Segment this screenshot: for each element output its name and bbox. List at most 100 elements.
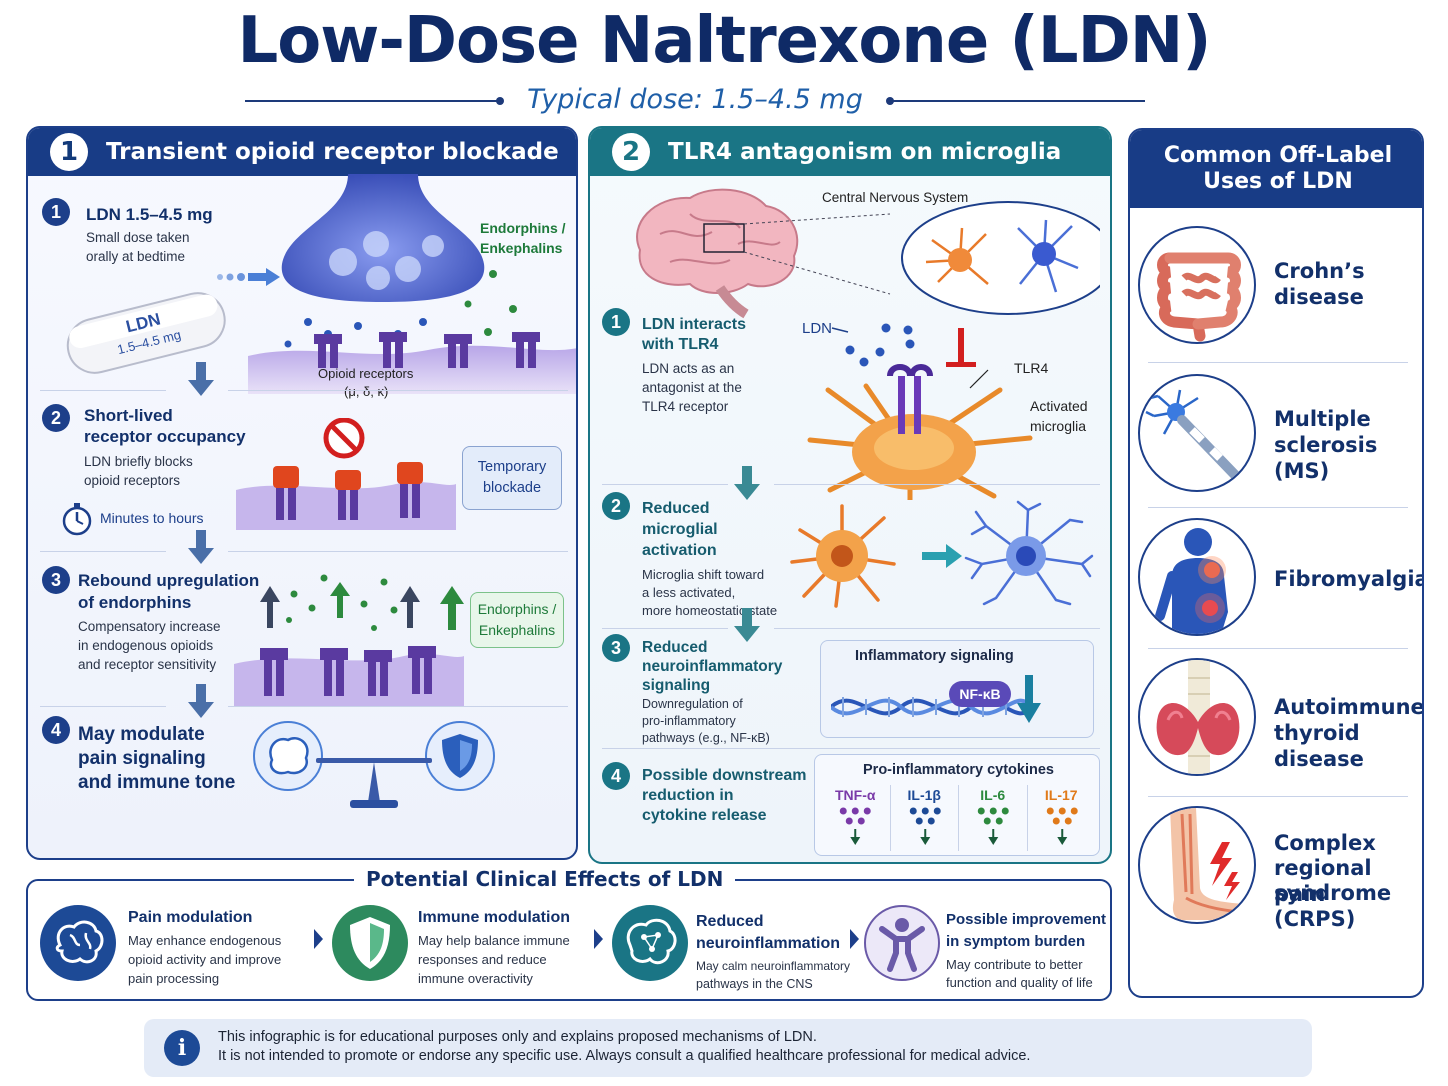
panel-number: 1 — [50, 133, 88, 171]
brain-icon — [40, 905, 116, 981]
cytokine-label: IL-1β — [907, 787, 941, 803]
uses-heading: Uses of LDN — [1203, 169, 1353, 194]
neuron-icon — [1138, 374, 1256, 492]
inflammatory-signaling-box: Inflammatory signaling NF-κB — [820, 640, 1094, 738]
effect-title: Pain modulation — [128, 909, 253, 926]
cytokine-particles-icon — [977, 807, 1009, 845]
effect-text: pathways in the CNS — [696, 977, 813, 991]
person-icon — [864, 905, 940, 981]
step-title: Possible downstream — [642, 767, 807, 784]
step-title: Rebound upregulation — [78, 571, 260, 590]
step-text: more homeostatic state — [642, 603, 778, 618]
cns-label: Central Nervous System — [822, 190, 969, 205]
synapse-illustration — [248, 174, 576, 394]
activated-label: Activated — [1030, 398, 1088, 414]
step-title: cytokine release — [642, 807, 767, 824]
step-text: antagonist at the — [642, 380, 742, 395]
cytokine-label: IL-6 — [980, 787, 1006, 803]
step-text: Downregulation of — [642, 697, 743, 711]
step-text: orally at bedtime — [86, 249, 186, 264]
use-label: Crohn’s — [1274, 259, 1365, 283]
cytokine-column: IL-6 — [958, 785, 1027, 851]
off-label-uses-panel: Common Off-Label Uses of LDN Crohn’s dis… — [1128, 128, 1424, 998]
microglia-shift-illustration — [790, 500, 1094, 608]
cytokine-particles-icon — [909, 807, 941, 845]
panel-header: 1 Transient opioid receptor blockade — [28, 128, 576, 176]
chevron-right-icon — [314, 929, 323, 949]
effect-title: Reduced — [696, 913, 764, 930]
subtitle: Typical dose: 1.5–4.5 mg — [527, 84, 863, 115]
upregulation-illustration — [234, 574, 464, 706]
cytokines-title: Pro-inflammatory cytokines — [863, 762, 1054, 778]
nfkb-badge: NF-κB — [949, 681, 1011, 707]
step-title: Reduced — [642, 639, 708, 656]
brain-network-icon — [612, 905, 688, 981]
uses-heading: Common Off-Label — [1163, 143, 1393, 168]
step-title: receptor occupancy — [84, 427, 246, 446]
step-title: Reduced — [642, 500, 710, 517]
cytokine-particles-icon — [1046, 807, 1078, 845]
step-number: 3 — [602, 634, 630, 662]
callout-line: blockade — [482, 480, 542, 496]
effect-pain-modulation: Pain modulation May enhance endogenous o… — [40, 905, 310, 1005]
disclaimer-box: i This infographic is for educational pu… — [144, 1019, 1312, 1077]
clinical-effects-panel: Potential Clinical Effects of LDN Pain m… — [26, 867, 1112, 1001]
step-text: pro-inflammatory — [642, 714, 736, 728]
receptors-types: (μ, δ, κ) — [344, 384, 389, 399]
effect-text: responses and reduce — [418, 952, 547, 967]
effect-text: opioid activity and improve — [128, 952, 282, 967]
flow-arrow-icon — [188, 362, 214, 396]
step-text: LDN acts as an — [642, 361, 735, 376]
effect-text: May enhance endogenous — [128, 933, 282, 948]
step-title: Short-lived — [84, 406, 173, 425]
divider — [40, 390, 166, 391]
subtitle-rule-right — [890, 100, 1145, 102]
up-arrow-icon — [440, 586, 464, 630]
info-icon: i — [164, 1030, 200, 1066]
divider — [602, 484, 728, 485]
leg-pain-icon — [1138, 806, 1256, 924]
cytokine-label: TNF-α — [835, 787, 876, 803]
step-title: LDN interacts — [642, 316, 747, 333]
divider — [228, 706, 568, 707]
divider — [228, 551, 568, 552]
divider — [1148, 796, 1408, 797]
step-title: signaling — [642, 677, 711, 694]
stopwatch-icon — [62, 503, 92, 536]
rule-dot — [496, 97, 504, 105]
divider — [774, 628, 1100, 629]
tlr4-label: TLR4 — [1014, 360, 1049, 376]
use-ms: Multiple sclerosis (MS) — [1138, 366, 1414, 506]
disclaimer-line: This infographic is for educational purp… — [218, 1029, 817, 1045]
step-title: and immune tone — [78, 772, 236, 793]
step-title: LDN 1.5–4.5 mg — [86, 205, 213, 224]
inflammatory-title: Inflammatory signaling — [855, 648, 1014, 664]
use-thyroid: Autoimmune thyroid disease — [1138, 650, 1422, 790]
effect-text: immune overactivity — [418, 971, 533, 986]
cytokine-column: TNF-α — [821, 785, 890, 851]
divider — [40, 551, 166, 552]
shield-icon — [332, 905, 408, 981]
step-text: a less activated, — [642, 585, 736, 600]
use-crps: Complex regional pain syndrome (CRPS) — [1138, 798, 1414, 938]
callout-line: Temporary — [477, 459, 547, 475]
effect-title: Possible improvement — [946, 911, 1107, 928]
step-number: 3 — [42, 566, 70, 594]
divider — [1148, 362, 1408, 363]
flow-arrow-icon — [734, 466, 760, 500]
effect-text: May calm neuroinflammatory — [696, 959, 851, 973]
effect-text: pain processing — [128, 971, 220, 986]
step-text: opioid receptors — [84, 473, 181, 488]
panel-tlr4-antagonism: 2 TLR4 antagonism on microglia Central N… — [588, 126, 1112, 864]
microglia-label: microglia — [1030, 418, 1087, 434]
down-arrow-icon — [1017, 675, 1041, 723]
flow-arrow-icon — [734, 608, 760, 642]
cytokine-particles-icon — [839, 807, 871, 845]
step-number: 4 — [602, 762, 630, 790]
disclaimer-line: It is not intended to promote or endorse… — [218, 1048, 1031, 1064]
endorphins-label: Endorphins / — [480, 220, 566, 236]
body-pain-icon — [1138, 518, 1256, 636]
divider — [228, 390, 568, 391]
use-label: sclerosis (MS) — [1274, 433, 1378, 483]
dotted-arrow-icon — [217, 268, 280, 286]
